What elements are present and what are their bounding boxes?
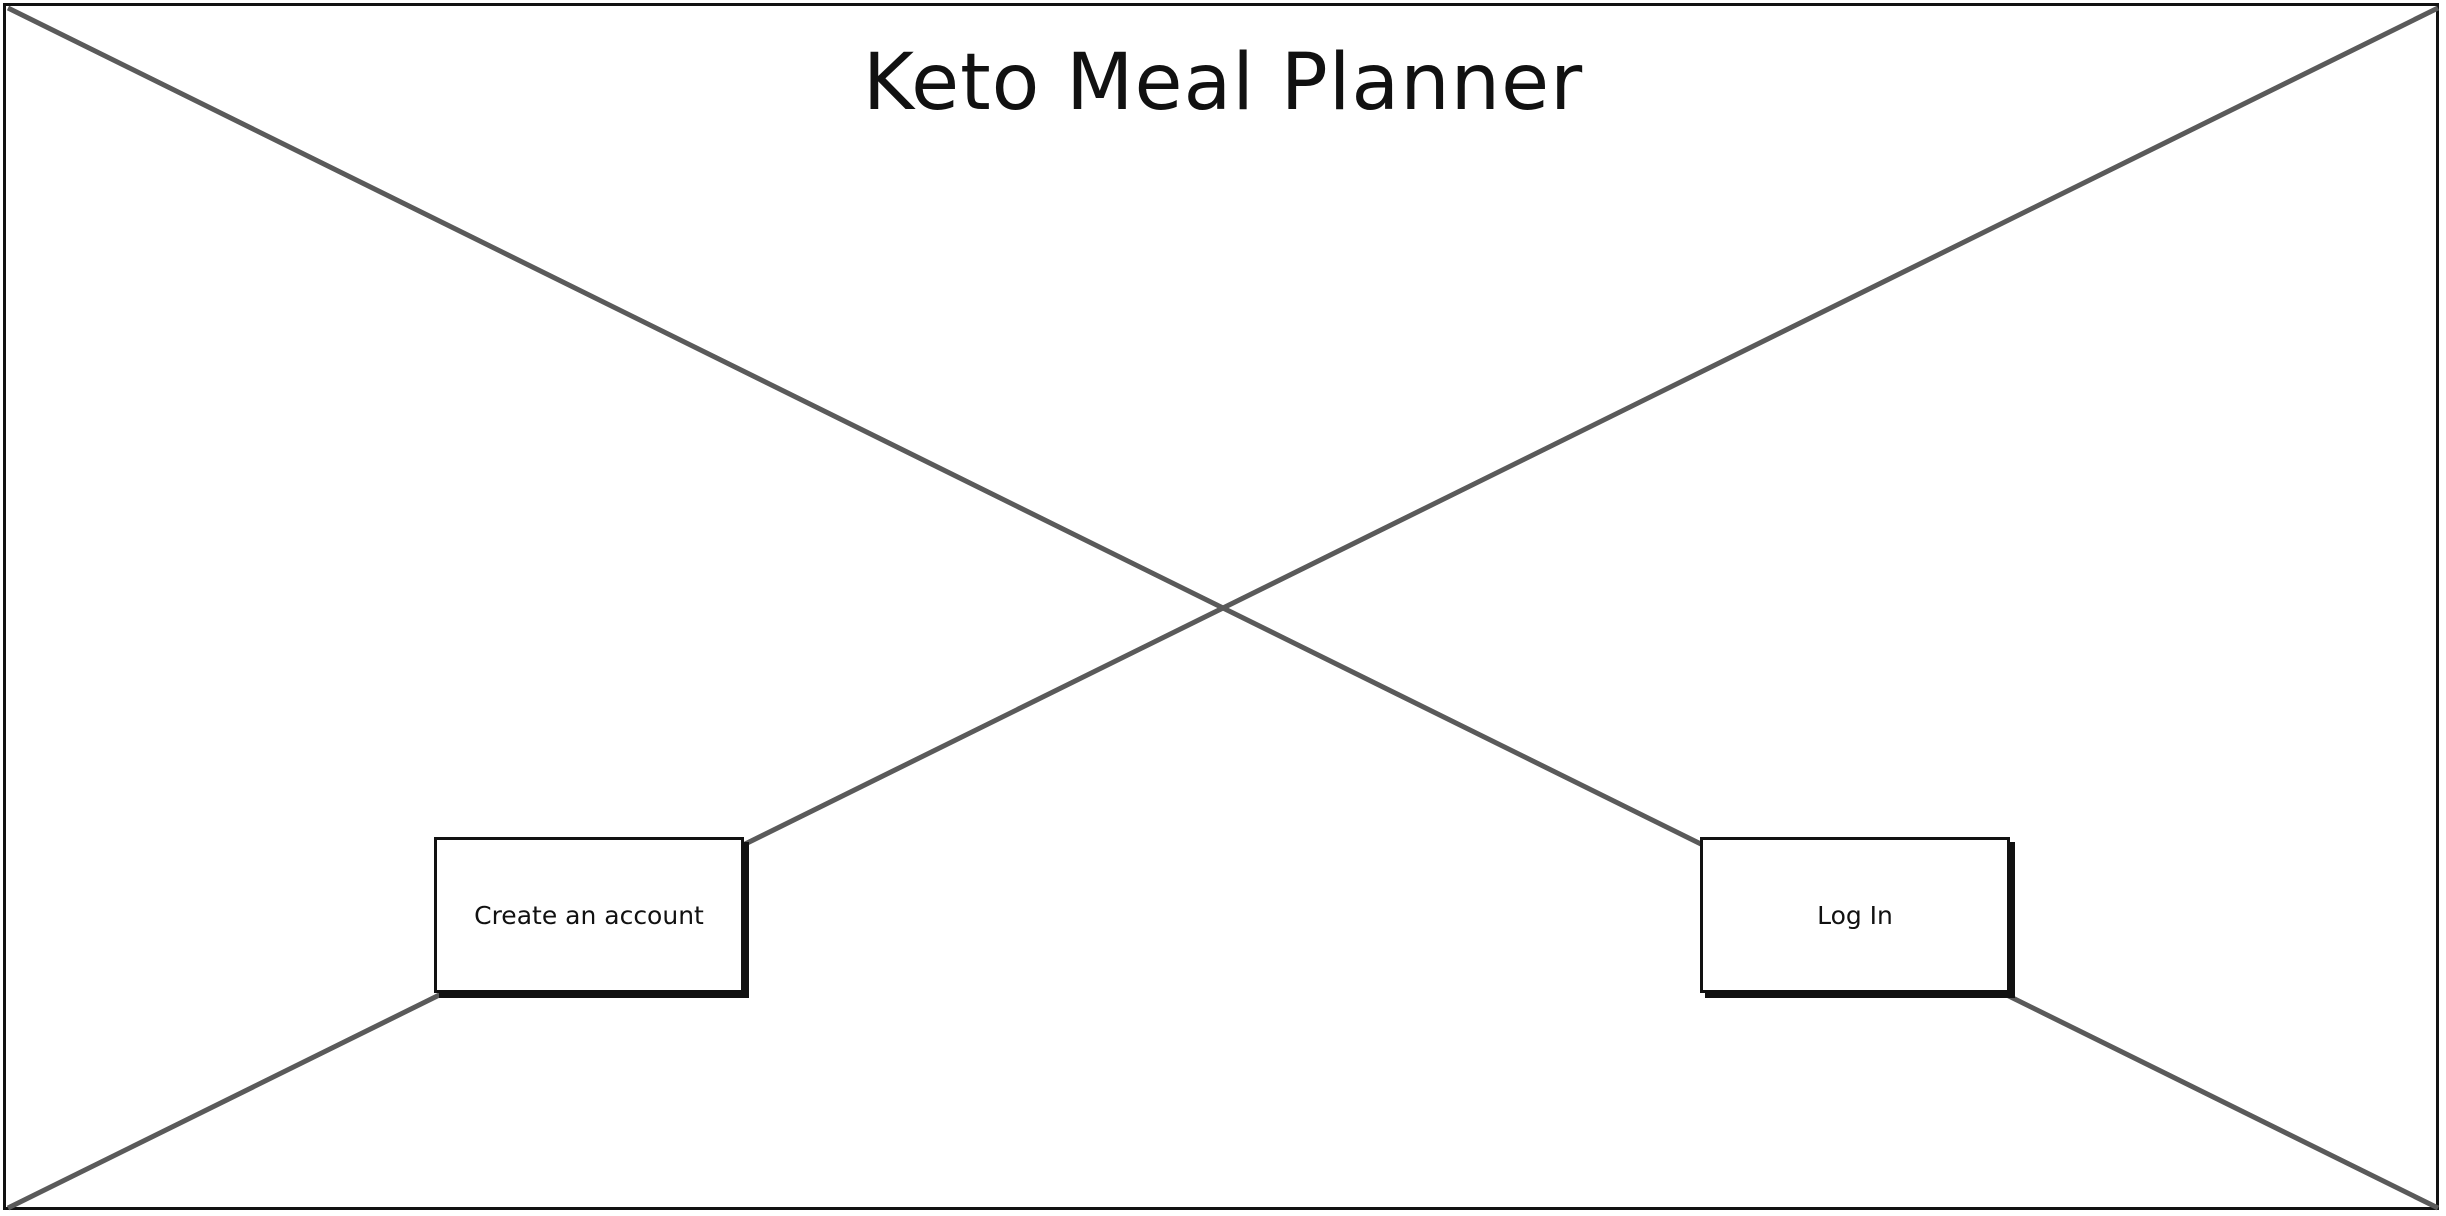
create-account-label: Create an account — [474, 900, 704, 930]
image-placeholder-frame — [3, 3, 2439, 1210]
create-account-button[interactable]: Create an account — [434, 837, 744, 993]
log-in-label: Log In — [1817, 900, 1893, 930]
log-in-button[interactable]: Log In — [1700, 837, 2010, 993]
page-title: Keto Meal Planner — [862, 38, 1584, 128]
